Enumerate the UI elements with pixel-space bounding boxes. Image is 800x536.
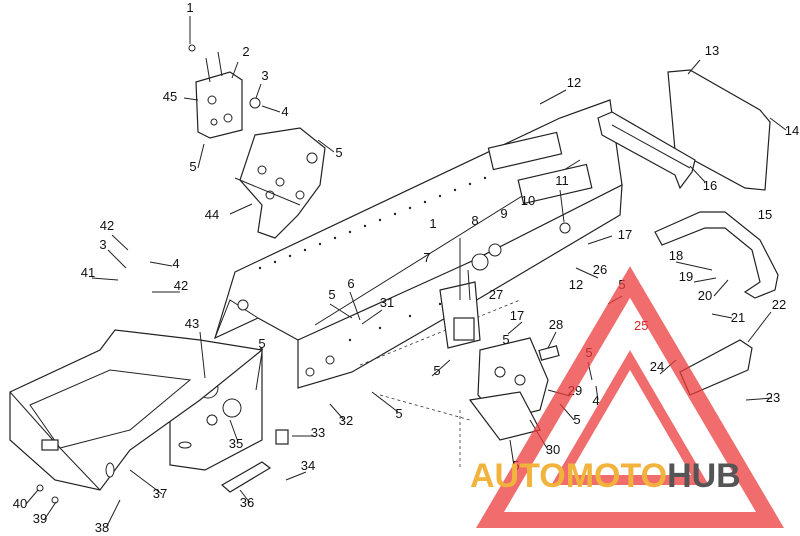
watermark-part1: AUTOMOTO (470, 457, 667, 495)
callout-20: 20 (698, 288, 712, 303)
callout-8: 8 (471, 213, 478, 228)
callout-37: 37 (153, 486, 167, 501)
callout-32: 32 (339, 413, 353, 428)
callout-11: 11 (555, 173, 569, 188)
callout-31: 31 (380, 295, 394, 310)
callout-35: 35 (229, 436, 243, 451)
callout-14: 14 (785, 123, 799, 138)
callout-4: 4 (281, 104, 288, 119)
callout-7: 7 (423, 250, 430, 265)
callout-4: 4 (592, 393, 599, 408)
hitch-bracket (468, 337, 560, 441)
callout-42: 42 (100, 218, 114, 233)
callout-34: 34 (301, 458, 315, 473)
callout-41: 41 (81, 265, 95, 280)
callout-19: 19 (679, 269, 693, 284)
callout-5: 5 (189, 159, 196, 174)
callout-43: 43 (185, 316, 199, 331)
callout-5: 5 (502, 332, 509, 347)
callout-2: 2 (242, 44, 249, 59)
callout-28: 28 (549, 317, 563, 332)
callout-30: 30 (546, 442, 560, 457)
callout-5: 5 (395, 406, 402, 421)
callout-18: 18 (669, 248, 683, 263)
callout-21: 21 (731, 310, 745, 325)
callout-5: 5 (258, 336, 265, 351)
upper-bracket-45 (188, 44, 261, 139)
callout-3: 3 (99, 237, 106, 252)
callout-42: 42 (174, 278, 188, 293)
callout-15: 15 (758, 207, 772, 222)
callout-6: 6 (347, 276, 354, 291)
callout-16: 16 (703, 178, 717, 193)
callout-10: 10 (521, 193, 535, 208)
steering-support (439, 222, 571, 349)
callout-13: 13 (705, 43, 719, 58)
callout-5: 5 (328, 287, 335, 302)
callout-9: 9 (500, 206, 507, 221)
callout-1: 1 (429, 216, 436, 231)
callout-1: 1 (186, 0, 193, 15)
callout-12: 12 (567, 75, 581, 90)
callout-4: 4 (172, 256, 179, 271)
callout-17: 17 (618, 227, 632, 242)
callout-labels: 1245345544121314161110981717151819202126… (13, 0, 799, 535)
callout-3: 3 (261, 68, 268, 83)
tunnel-rivets (258, 176, 487, 342)
callout-26: 26 (593, 262, 607, 277)
callout-40: 40 (13, 496, 27, 511)
callout-27: 27 (489, 287, 503, 302)
callout-22: 22 (772, 297, 786, 312)
slide-rail-36 (220, 461, 272, 493)
callout-25: 25 (634, 318, 648, 333)
callout-24: 24 (650, 359, 664, 374)
callout-45: 45 (163, 89, 177, 104)
callout-5: 5 (335, 145, 342, 160)
rear-bracket-16 (597, 111, 696, 190)
callout-38: 38 (95, 520, 109, 535)
rear-bumper-15 (654, 211, 779, 299)
watermark-text: AUTOMOTOHUB (470, 457, 741, 495)
callout-12: 12 (569, 277, 583, 292)
callout-5: 5 (433, 363, 440, 378)
callout-23: 23 (766, 390, 780, 405)
lower-bracket-44 (234, 127, 326, 239)
callout-39: 39 (33, 511, 47, 526)
callout-36: 36 (240, 495, 254, 510)
watermark-part2: HUB (667, 457, 741, 495)
callout-17: 17 (510, 308, 524, 323)
callout-44: 44 (205, 207, 219, 222)
callout-5: 5 (573, 412, 580, 427)
automotohub-watermark: 25 AUTOMOTOHUB (470, 266, 784, 528)
callout-33: 33 (311, 425, 325, 440)
